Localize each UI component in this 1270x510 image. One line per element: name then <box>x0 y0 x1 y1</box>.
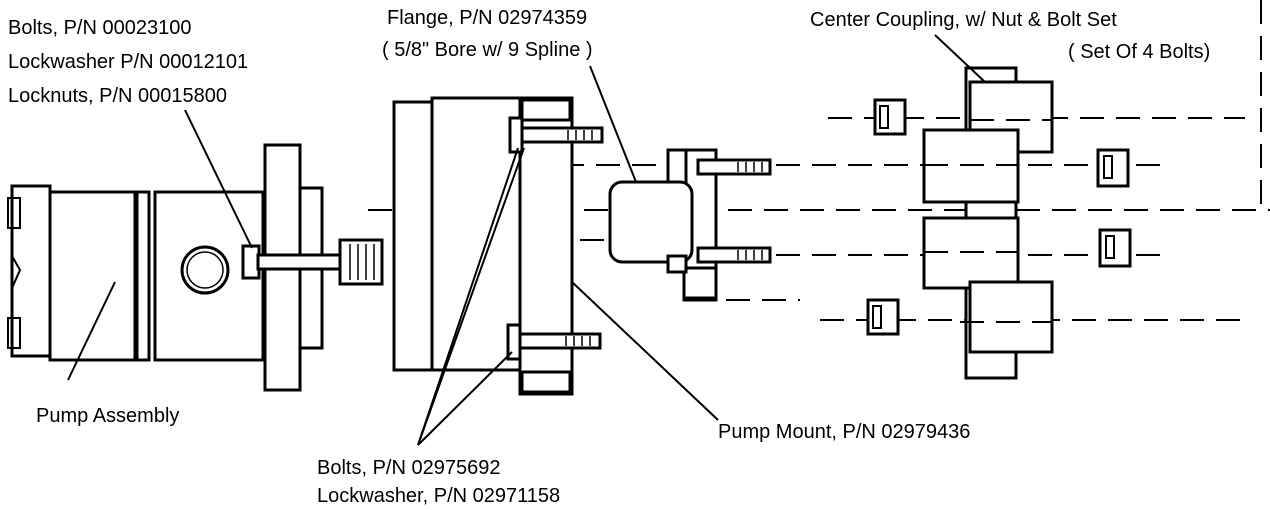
pump-mount <box>392 96 604 396</box>
label-bolts-bottom: Bolts, P/N 02975692 <box>317 457 501 479</box>
label-pump-mount: Pump Mount, P/N 02979436 <box>718 421 971 443</box>
label-locknuts-top: Locknuts, P/N 00015800 <box>8 85 228 107</box>
label-pump-assembly: Pump Assembly <box>36 405 180 427</box>
label-lockwasher-bottom: Lockwasher, P/N 02971158 <box>317 485 561 507</box>
coupling-nuts <box>866 98 1132 336</box>
label-flange: Flange, P/N 02974359 <box>387 7 588 29</box>
pump-assembly <box>7 143 384 392</box>
center-coupling <box>922 66 1054 380</box>
flange <box>608 148 772 302</box>
label-center-coupling: Center Coupling, w/ Nut & Bolt Set <box>810 9 1117 31</box>
leader-lines <box>67 34 986 446</box>
pump-port-circle <box>180 245 230 295</box>
label-lockwasher-top: Lockwasher P/N 00012101 <box>8 51 249 73</box>
label-flange-bore: ( 5/8" Bore w/ 9 Spline ) <box>382 39 593 61</box>
label-coupling-set: ( Set Of 4 Bolts) <box>1068 41 1211 63</box>
label-bolts-top: Bolts, P/N 00023100 <box>8 17 192 39</box>
